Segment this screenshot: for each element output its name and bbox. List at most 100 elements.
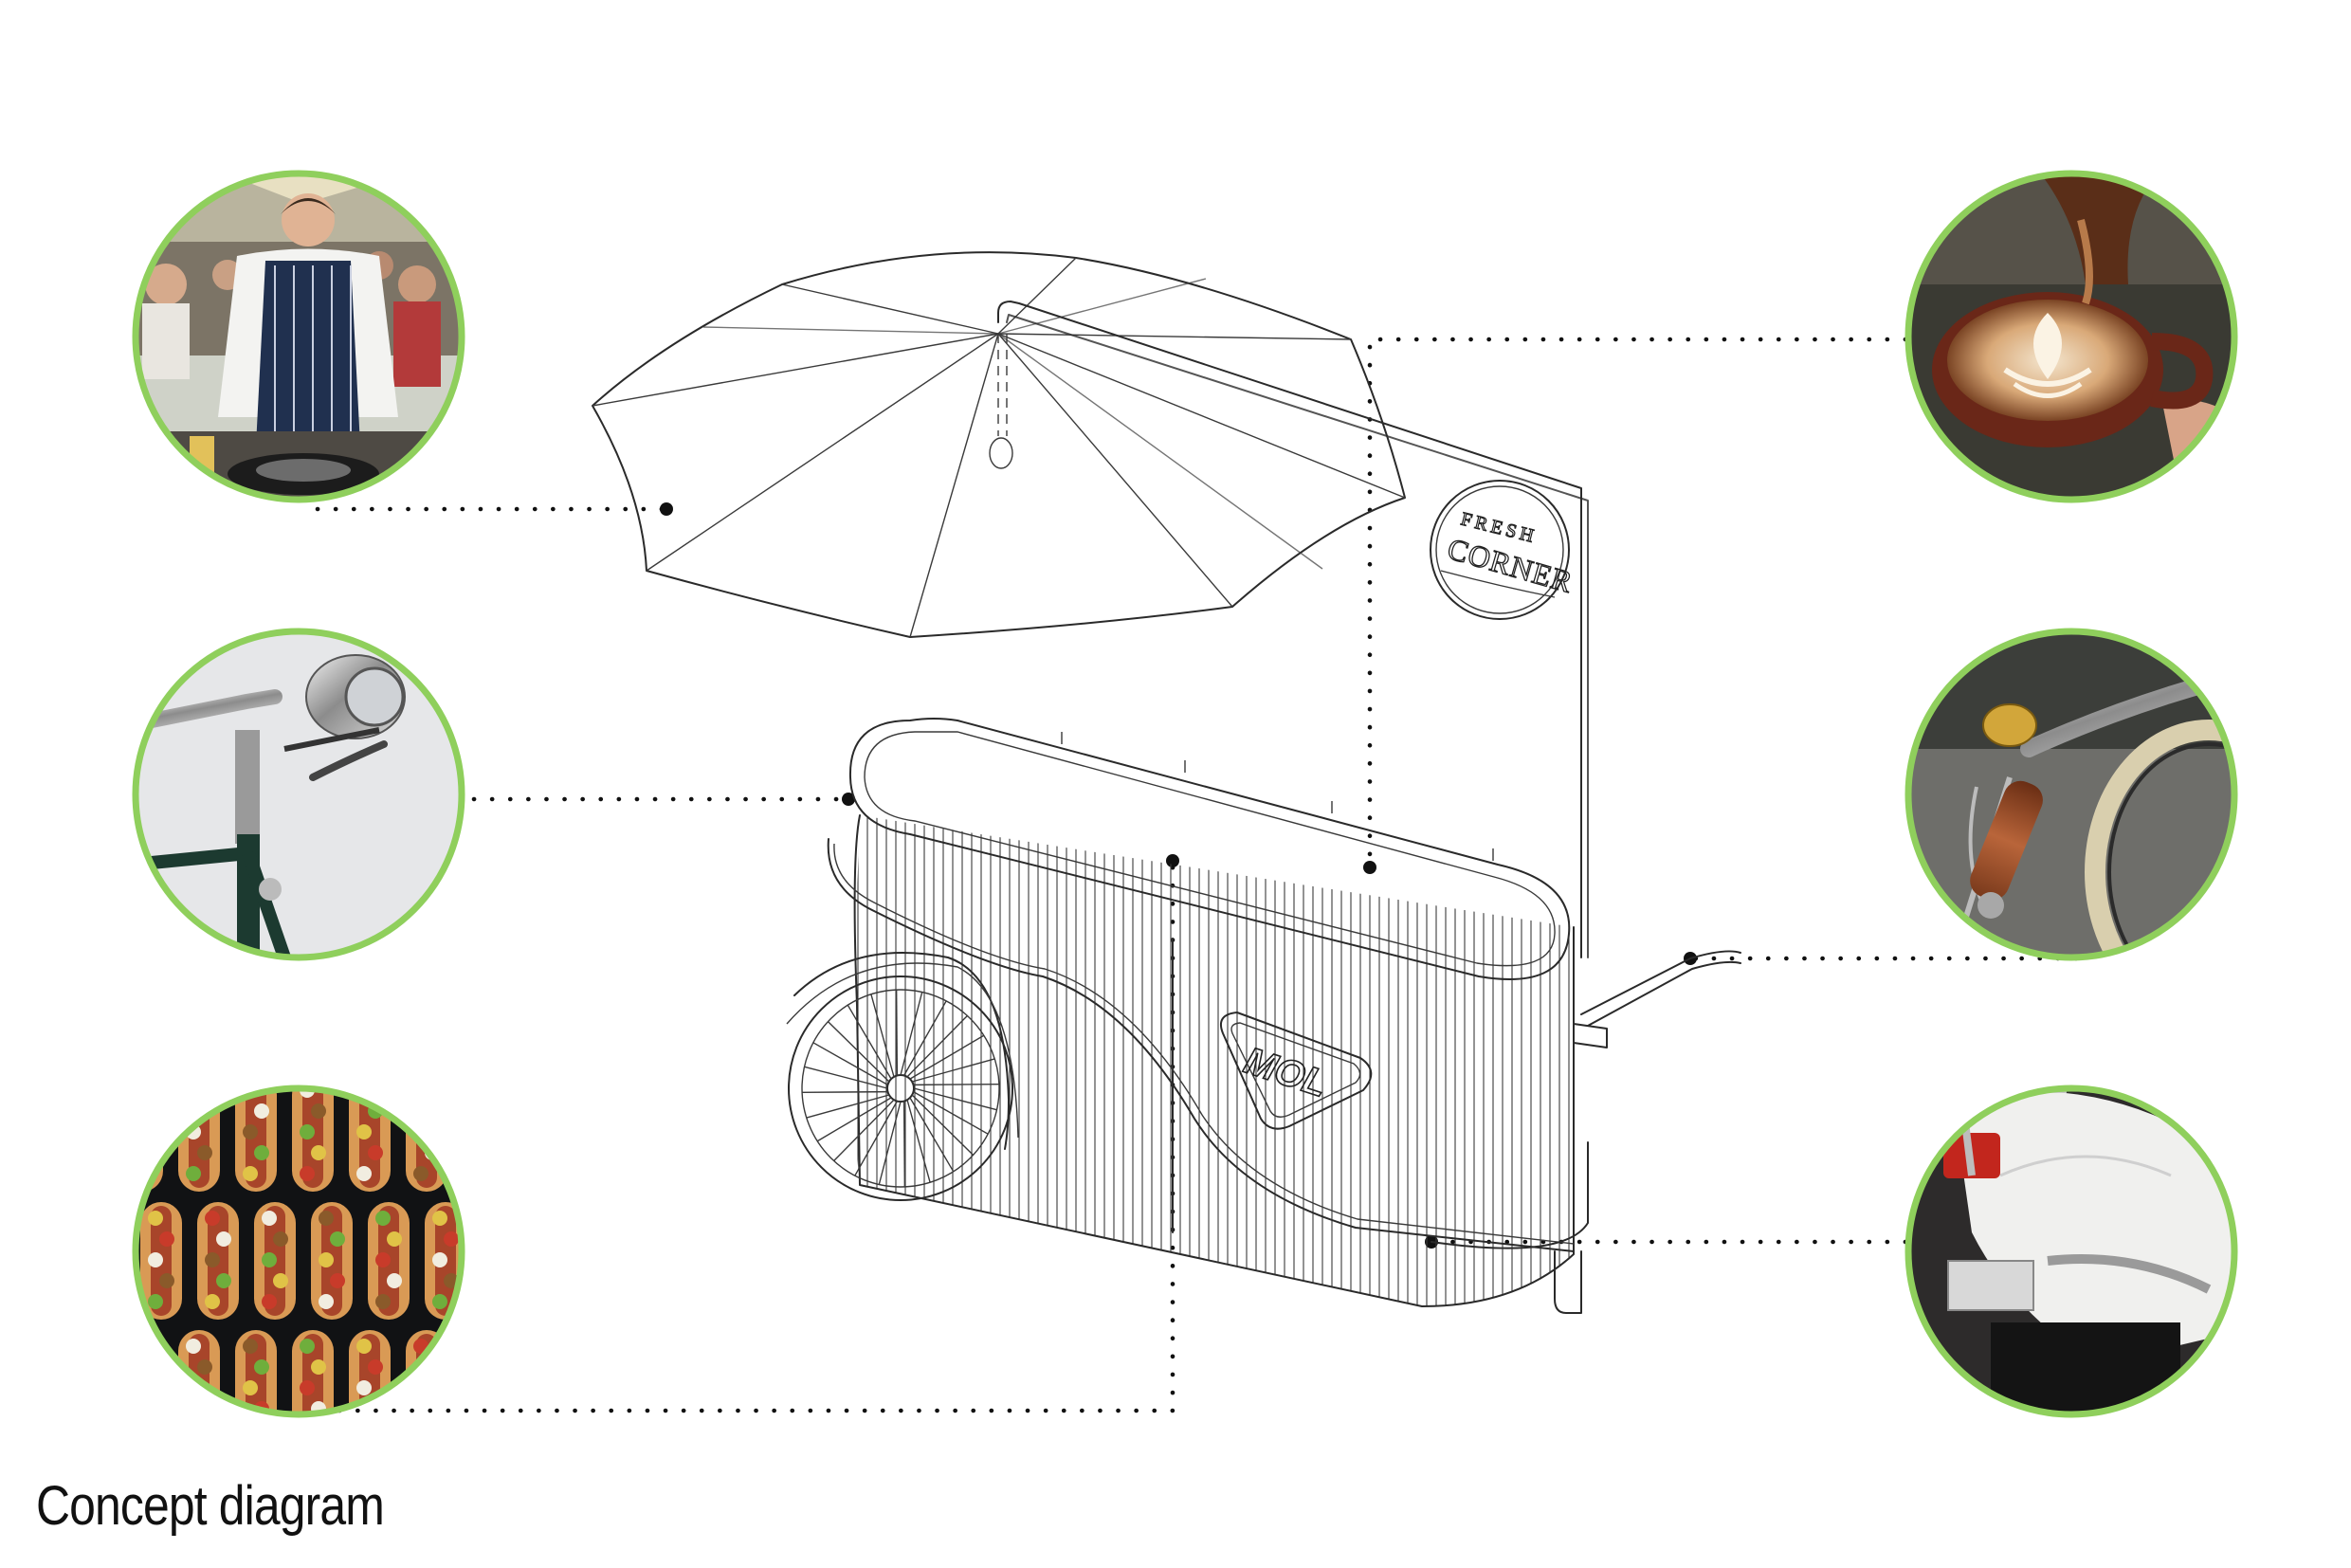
wheel-spoke <box>827 1021 890 1083</box>
photo-ring <box>1904 628 2238 961</box>
leader-hotdog-counter <box>301 858 1176 1413</box>
wheel-spoke <box>806 1094 890 1119</box>
fresh-corner-sign: FRESH CORNER <box>1430 480 1577 620</box>
wheel-spoke <box>902 1101 906 1187</box>
hotdog-topping <box>148 1252 163 1267</box>
hotdog-topping <box>262 1294 277 1309</box>
hotdog-topping <box>356 1339 372 1354</box>
wheel-spoke <box>913 1087 997 1111</box>
hotdog-topping <box>387 1273 402 1288</box>
hotdog-topping <box>375 1211 391 1226</box>
hotdog-topping <box>136 1380 144 1395</box>
hotdog-topping <box>300 1124 315 1140</box>
hotdog-topping <box>311 1103 326 1119</box>
hotdog-topping <box>330 1273 345 1288</box>
sign-mast <box>997 301 1589 958</box>
hotdog-topping <box>243 1422 258 1437</box>
hotdog-topping <box>243 1380 258 1395</box>
hotdog-topping <box>197 1145 212 1160</box>
hotdog-topping <box>368 1145 383 1160</box>
cart-handle <box>1554 950 1741 1314</box>
hotdog-topping <box>356 1166 372 1181</box>
hotdog-topping <box>186 1422 201 1437</box>
hotdog-bun <box>136 1330 163 1414</box>
hotdog-topping <box>413 1422 428 1437</box>
hotdog-topping <box>140 1103 155 1119</box>
hotdog-topping <box>140 1145 155 1160</box>
hotdog-topping <box>387 1231 402 1247</box>
hotdog-topping <box>186 1339 201 1354</box>
hotdog-topping <box>425 1103 440 1119</box>
wheel-spoke <box>911 1094 975 1156</box>
hotdog-topping <box>300 1166 315 1181</box>
leader-coffee-lid <box>1367 337 1908 870</box>
hotdog-topping <box>300 1339 315 1354</box>
hotdog-topping <box>375 1294 391 1309</box>
hotdogs-photo <box>129 1088 462 1437</box>
hotdog-topping <box>159 1231 174 1247</box>
hotdog-topping <box>159 1273 174 1288</box>
counter-top <box>848 718 1571 980</box>
hotdog-topping <box>136 1088 144 1098</box>
hotdog-topping <box>148 1294 163 1309</box>
hotdog-topping <box>136 1166 144 1181</box>
hotdog-topping <box>413 1166 428 1181</box>
hotdog-topping <box>413 1088 428 1098</box>
hotdog-topping <box>148 1211 163 1226</box>
hotdog-topping <box>262 1252 277 1267</box>
wheel-spoke <box>870 994 895 1078</box>
bicycle-bell-handle-photo <box>1908 631 2234 957</box>
caption-concept-diagram: Concept diagram <box>36 1475 385 1537</box>
wheel-spoke <box>847 1004 892 1080</box>
leader-dot <box>1363 861 1376 874</box>
wheel-spoke <box>909 1034 985 1080</box>
hotdog-topping <box>368 1359 383 1375</box>
wheel-spoke <box>906 1099 931 1183</box>
cart-drawing: FRESH CORNER MOL <box>592 251 1741 1314</box>
wheel-spoke <box>895 990 899 1076</box>
hotdog-topping <box>319 1294 334 1309</box>
hotdog-topping <box>197 1401 212 1414</box>
hotdog-topping <box>186 1166 201 1181</box>
hotdog-topping <box>356 1124 372 1140</box>
wheel-spoke <box>802 1090 888 1094</box>
hotdog-topping <box>444 1231 459 1247</box>
hotdog-sausage <box>136 1088 153 1188</box>
hotdog-topping <box>330 1231 345 1247</box>
hotdog-topping <box>205 1294 220 1309</box>
hotdog-topping <box>254 1145 269 1160</box>
hotdog-topping <box>129 1422 144 1437</box>
hotdog-topping <box>262 1211 277 1226</box>
hotdog-topping <box>319 1252 334 1267</box>
cart-wheel <box>786 952 1019 1201</box>
hotdog-topping <box>273 1231 288 1247</box>
hotdog-topping <box>273 1273 288 1288</box>
photo-ring <box>1904 170 2238 503</box>
hotdog-topping <box>300 1422 315 1437</box>
hotdog-topping <box>140 1359 155 1375</box>
hotdog-topping <box>356 1422 372 1437</box>
photo-ring <box>132 1085 465 1418</box>
umbrella <box>592 251 1406 638</box>
hotdog-topping <box>216 1231 231 1247</box>
wheel-spoke <box>911 1058 995 1083</box>
wheel-spoke <box>816 1097 892 1142</box>
wheel-spoke <box>903 1000 947 1076</box>
photo-ring <box>132 170 465 503</box>
wheel-spoke <box>900 992 923 1076</box>
leader-dot <box>842 793 855 806</box>
cart-body <box>827 814 1589 1307</box>
hotdog-topping <box>254 1103 269 1119</box>
hotdog-topping <box>186 1088 201 1098</box>
bicycle-headlamp-photo <box>136 631 462 957</box>
photo-ring <box>132 628 465 961</box>
hotdog-topping <box>432 1294 447 1309</box>
hotdog-topping <box>311 1359 326 1375</box>
hotdog-topping <box>254 1359 269 1375</box>
hotdog-topping <box>319 1211 334 1226</box>
scooter-rear-photo <box>1908 1088 2234 1414</box>
hotdog-topping <box>311 1145 326 1160</box>
photo-ring <box>1904 1085 2238 1418</box>
hotdog-topping <box>136 1339 144 1354</box>
